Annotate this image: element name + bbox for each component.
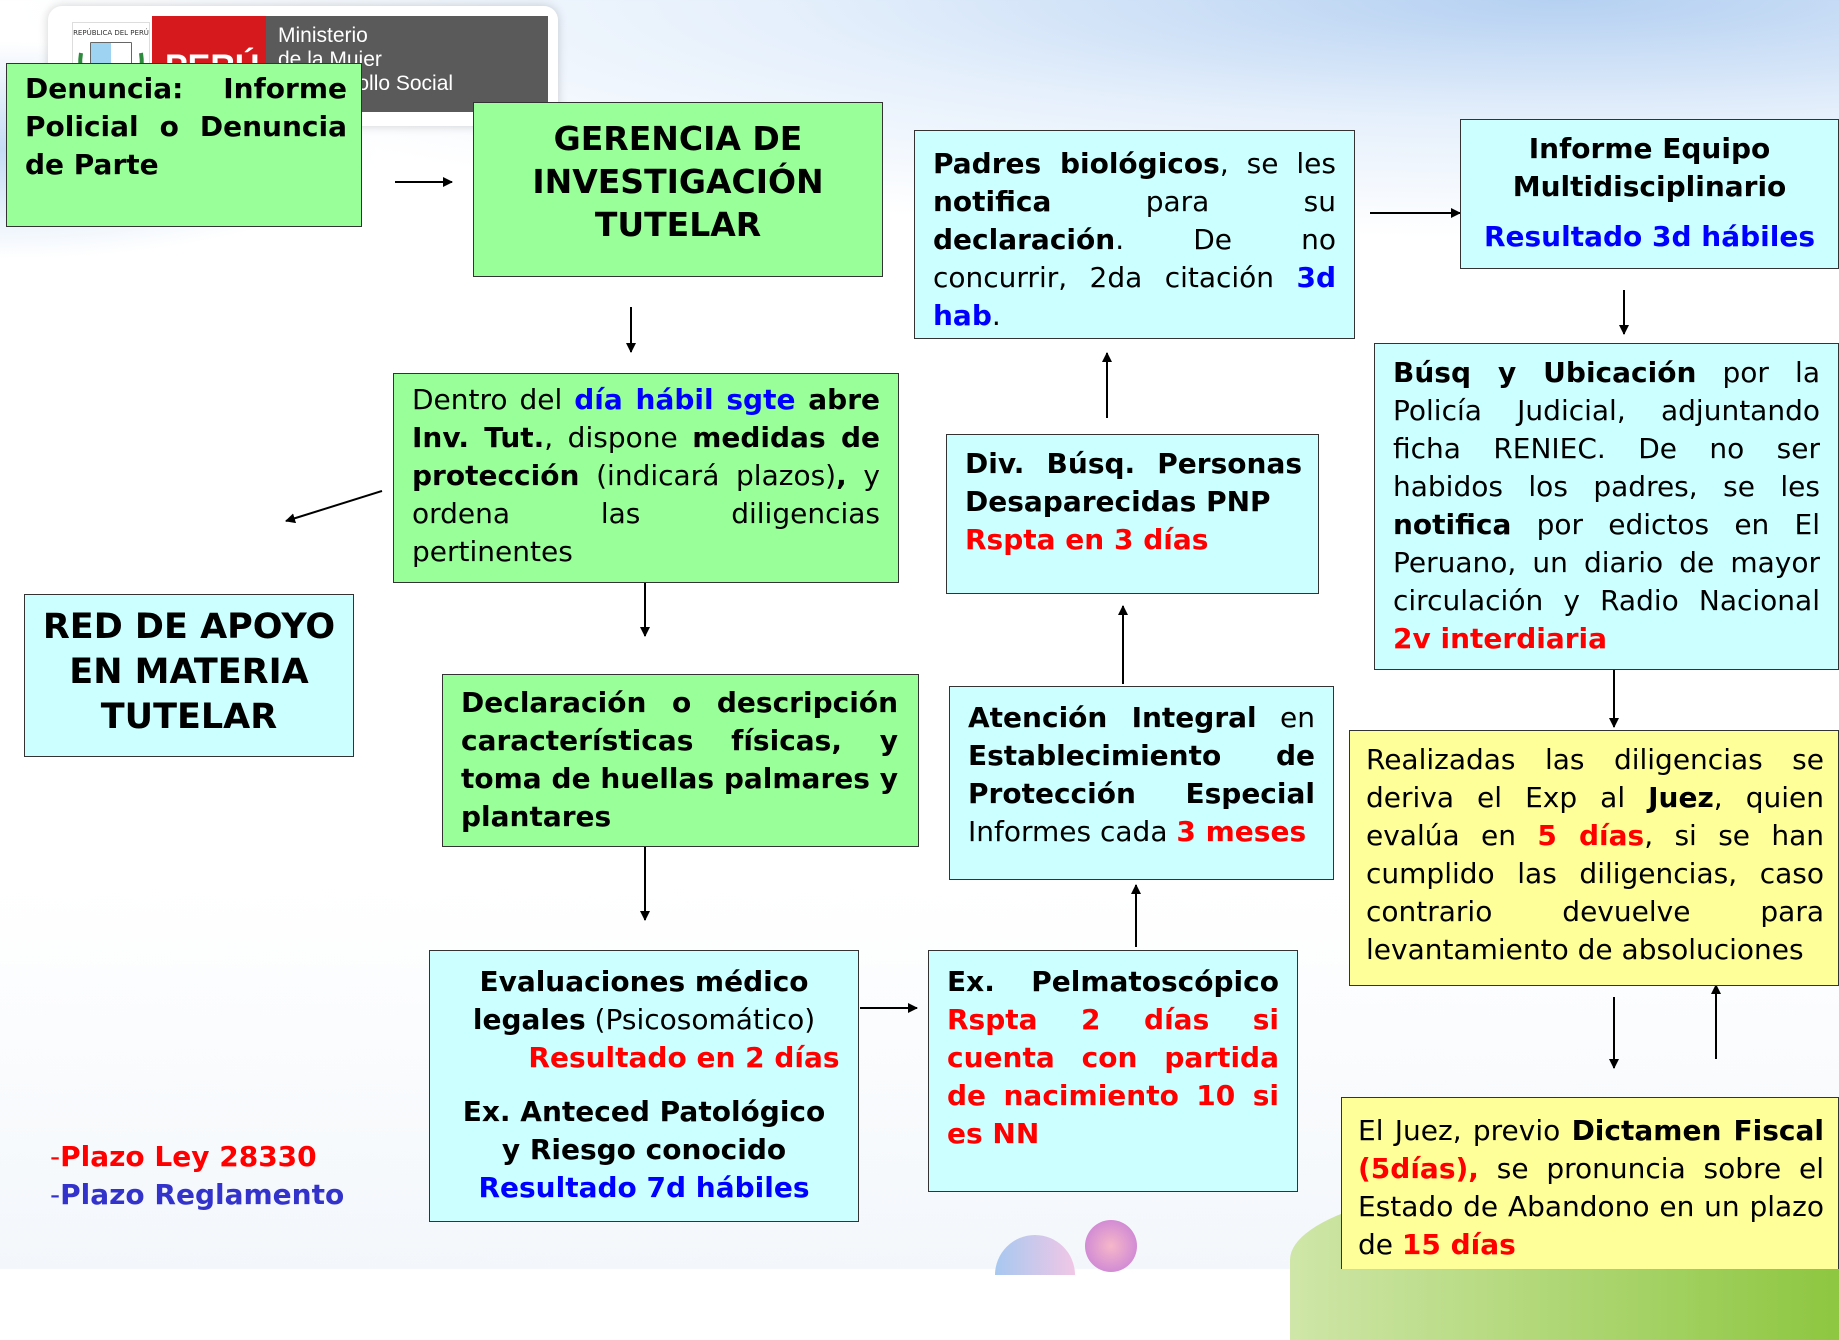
dentro-t9: y ordena las diligencias pertinentes [412,459,880,568]
padres-title: Padres biológicos [933,147,1220,180]
realizadas-5-dias: 5 días [1537,819,1645,852]
informe-equipo-title: Informe Equipo Multidisciplinario [1512,132,1787,203]
evaluaciones-title: Evaluaciones médico legales [472,965,809,1036]
padres-t8: . [991,299,1001,332]
busq-title: Búsq y Ubicación [1393,356,1697,389]
padres-t6: . De no concurrir, 2da citación [933,223,1336,294]
busq-notifica: notifica [1393,508,1512,541]
pelmato-rspta: Rspta 2 días si cuenta con partida de na… [947,1003,1279,1150]
atencion-en: en [1256,701,1315,734]
informe-equipo-resultado: Resultado 3d hábiles [1483,220,1816,253]
dentro-inv-tut: Inv. Tut. [412,421,545,454]
dentro-abre: abre [795,383,880,416]
padres-t2: , se les [1219,147,1336,180]
dentro-dia-habil: día hábil sgte [574,383,796,416]
atencion-informes: Informes cada [968,815,1177,848]
atencion-3-meses: 3 meses [1176,815,1307,848]
evaluaciones-line-1: Evaluaciones médico legales (Psicosomáti… [438,963,850,1039]
padres-notifica: notifica [933,185,1052,218]
box-red-apoyo: RED DE APOYO EN MATERIA TUTELAR [24,594,354,757]
legend-ley: -Plazo Ley 28330 [50,1138,344,1176]
padres-t4: para su [1051,185,1336,218]
juez-t1: El Juez, previo [1358,1114,1572,1147]
box-atencion-integral: Atención Integral en Establecimiento de … [949,686,1334,880]
atencion-title: Atención Integral [968,701,1257,734]
gerencia-text: GERENCIA DE INVESTIGACIÓN TUTELAR [532,119,824,244]
div-busq-title: Div. Búsq. Personas Desaparecidas PNP [965,447,1302,518]
evaluaciones-psico: (Psicosomático) [585,1003,816,1036]
dentro-t7: (indicará plazos) [579,459,837,492]
busq-2v: 2v interdiaria [1393,622,1608,655]
realizadas-t1: Realizadas las diligencias se deriva el … [1366,743,1824,814]
box-div-busq: Div. Búsq. Personas Desaparecidas PNP Rs… [946,434,1319,594]
atencion-establecimiento: Establecimiento de Protección Especial [968,739,1315,810]
dentro-comma: , [836,459,847,492]
realizadas-t3: , quien evalúa en [1366,781,1824,852]
realizadas-t5: , si se han cumplido las diligencias, ca… [1366,819,1825,966]
dentro-t1: Dentro del [412,383,575,416]
box-gerencia: GERENCIA DE INVESTIGACIÓN TUTELAR [473,102,883,277]
dentro-t5: , dispone [544,421,693,454]
legend-reg-dash: - [50,1178,61,1211]
legend: -Plazo Ley 28330 -Plazo Reglamento [50,1138,344,1214]
box-dentro-dia-habil: Dentro del día hábil sgte abre Inv. Tut.… [393,373,899,583]
juez-t4: se pronuncia sobre el Estado de Abandono… [1358,1152,1824,1261]
div-busq-rspta: Rspta en 3 días [965,523,1209,556]
box-evaluaciones: Evaluaciones médico legales (Psicosomáti… [429,950,859,1222]
box-denuncia: Denuncia: Informe Policial o Denuncia de… [6,63,362,227]
declaracion-text: Declaración o descripción característica… [461,686,898,833]
box-pelmatoscopico: Ex. Pelmatoscópico Rspta 2 días si cuent… [928,950,1298,1192]
busq-t4: por edictos en El Peruano, un diario de … [1393,508,1820,617]
juez-dictamen: Dictamen Fiscal [1571,1114,1824,1147]
evaluaciones-resultado-2: Resultado en 2 días [528,1041,840,1074]
juez-15-dias: 15 días [1401,1228,1516,1261]
evaluaciones-anteced: Ex. Anteced Patológico y Riesgo conocido [462,1095,826,1166]
legend-reg-text: Plazo Reglamento [60,1178,345,1211]
busq-t2: por la Policía Judicial, adjuntando fich… [1393,356,1820,503]
denuncia-text: Denuncia: Informe Policial o Denuncia de… [25,72,347,181]
box-busq-ubicacion: Búsq y Ubicación por la Policía Judicial… [1374,343,1839,670]
dentro-medidas: medidas de protección [412,421,880,492]
red-apoyo-text: RED DE APOYO EN MATERIA TUTELAR [42,607,336,737]
box-realizadas-diligencias: Realizadas las diligencias se deriva el … [1349,730,1839,986]
arrow-dentro-to-red [285,490,383,524]
juez-5dias: (5días), [1358,1152,1479,1185]
pelmato-title: Ex. Pelmatoscópico [947,965,1279,998]
legend-ley-text: Plazo Ley 28330 [60,1140,317,1173]
logo-line-1: Ministerio [278,24,368,47]
box-declaracion: Declaración o descripción característica… [442,674,919,847]
legend-reglamento: -Plazo Reglamento [50,1176,344,1214]
shield-label: REPÚBLICA DEL PERÚ [73,28,149,37]
box-padres-biologicos: Padres biológicos, se les notifica para … [914,130,1355,339]
box-informe-equipo: Informe Equipo Multidisciplinario Result… [1460,119,1839,269]
legend-ley-dash: - [50,1140,61,1173]
evaluaciones-resultado-7: Resultado 7d hábiles [478,1171,810,1204]
background-decoration-circle [1085,1220,1137,1272]
padres-3d-hab: 3d hab [933,261,1336,332]
padres-declaracion: declaración [933,223,1116,256]
realizadas-juez: Juez [1648,781,1714,814]
box-juez-dictamen: El Juez, previo Dictamen Fiscal (5días),… [1341,1097,1839,1269]
